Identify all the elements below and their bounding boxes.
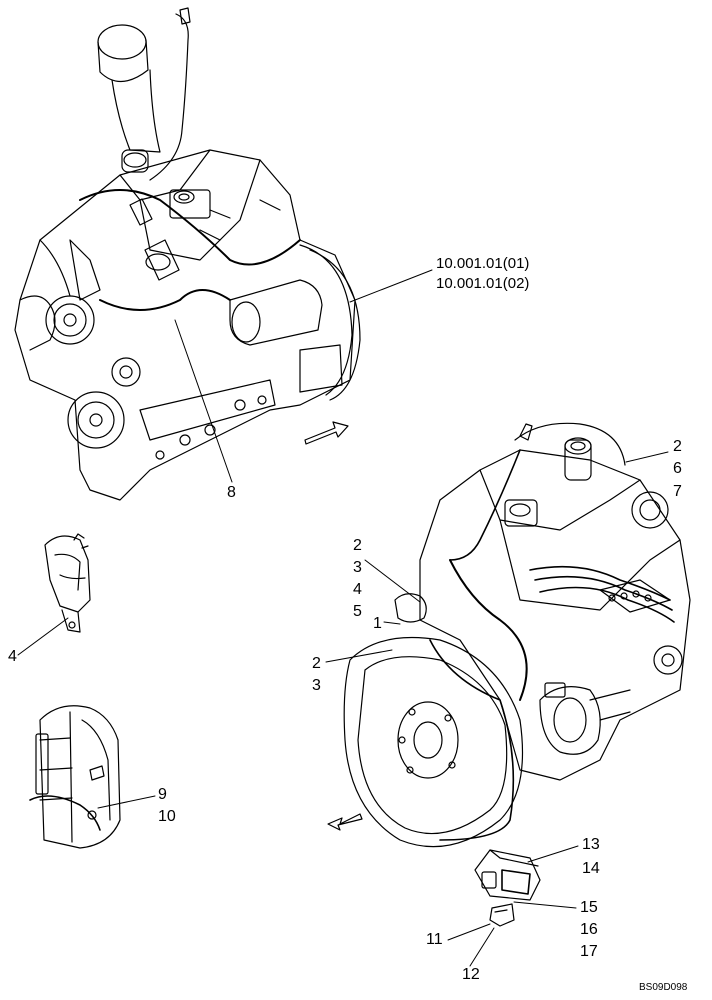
callout-number: 7	[673, 483, 682, 500]
callout-number: 12	[462, 966, 480, 983]
callout-number: 4	[353, 581, 362, 598]
callout-number: 10	[158, 808, 176, 825]
reference-label: 10.001.01(02)	[436, 275, 530, 292]
drawing-code: BS09D098	[639, 982, 688, 993]
callout-number: 4	[8, 648, 17, 665]
callout-number: 15	[580, 899, 598, 916]
callout-number: 3	[312, 677, 321, 694]
callout-number: 16	[580, 921, 598, 938]
callout-number: 2	[312, 655, 321, 672]
callout-number: 9	[158, 786, 167, 803]
leader-lines	[17, 269, 669, 967]
callout-number: 6	[673, 460, 682, 477]
detail-rear-panel	[29, 705, 121, 849]
callout-number: 14	[582, 860, 600, 877]
callout-number: 5	[353, 603, 362, 620]
upper-engine	[14, 7, 361, 501]
callout-number: 11	[426, 931, 443, 948]
control-module	[474, 849, 541, 927]
callout-number: 8	[227, 484, 236, 501]
lower-engine	[343, 422, 691, 848]
detail-bracket	[44, 533, 91, 633]
direction-arrow-lower	[327, 813, 363, 831]
callout-number: 2	[673, 438, 682, 455]
callout-number: 17	[580, 943, 598, 960]
callout-number: 13	[582, 836, 600, 853]
callout-number: 1	[373, 615, 382, 632]
callout-number: 2	[353, 537, 362, 554]
direction-arrow-upper	[304, 421, 349, 445]
callout-number: 3	[353, 559, 362, 576]
reference-label: 10.001.01(01)	[436, 255, 530, 272]
